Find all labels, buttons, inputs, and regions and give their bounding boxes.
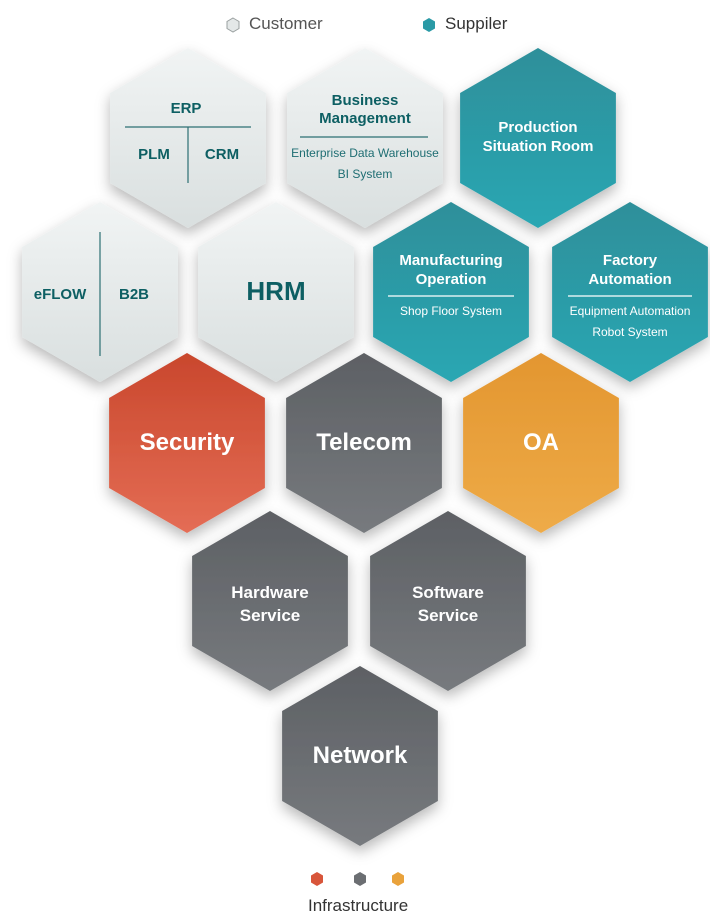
business-title-line1: Business bbox=[331, 92, 399, 109]
plm-label: PLM bbox=[138, 146, 170, 163]
bi-system-label: BI System bbox=[337, 167, 393, 181]
software-service-hex bbox=[370, 511, 526, 691]
factory-automation-label: Factory Automation bbox=[555, 251, 705, 289]
oa-legend-icon bbox=[392, 872, 404, 886]
manufacturing-hex bbox=[373, 202, 529, 382]
production-line1: Production bbox=[498, 119, 578, 136]
software-service-label: Software Service bbox=[373, 581, 523, 627]
production-situation-room-label: Production Situation Room bbox=[458, 118, 618, 156]
oa-hex bbox=[463, 353, 619, 533]
software-line1: Software bbox=[412, 583, 484, 602]
software-line2: Service bbox=[417, 606, 479, 625]
production-hex bbox=[460, 48, 616, 228]
customer-legend-icon bbox=[226, 17, 240, 33]
shop-floor-system-label: Shop Floor System bbox=[399, 304, 503, 318]
infra-gray-legend-icon bbox=[354, 872, 366, 886]
hardware-line1: Hardware bbox=[231, 583, 309, 602]
factory-line1: Factory bbox=[602, 252, 658, 269]
telecom-hex bbox=[286, 353, 442, 533]
hrm-hex bbox=[198, 202, 354, 382]
manufacturing-line1: Manufacturing bbox=[399, 252, 503, 269]
network-label: Network bbox=[312, 742, 408, 769]
manufacturing-line2: Operation bbox=[415, 271, 487, 288]
network-hex bbox=[282, 666, 438, 846]
erp-label: ERP bbox=[170, 100, 202, 117]
b2b-label: B2B bbox=[118, 286, 149, 303]
equipment-automation-label: Equipment Automation bbox=[569, 304, 691, 318]
hardware-line2: Service bbox=[239, 606, 301, 625]
oa-label: OA bbox=[523, 429, 559, 456]
production-line2: Situation Room bbox=[482, 138, 594, 155]
crm-label: CRM bbox=[204, 146, 240, 163]
enterprise-data-warehouse-label: Enterprise Data Warehouse bbox=[291, 146, 439, 160]
robot-system-label: Robot System bbox=[592, 325, 668, 339]
supplier-legend-label: Suppiler bbox=[445, 14, 508, 33]
security-label: Security bbox=[139, 429, 235, 456]
manufacturing-operation-label: Manufacturing Operation bbox=[376, 251, 526, 289]
eflow-label: eFLOW bbox=[33, 286, 87, 303]
business-management-title: Business Management bbox=[295, 92, 435, 128]
factory-hex bbox=[552, 202, 708, 382]
telecom-label: Telecom bbox=[316, 429, 412, 456]
supplier-legend-icon bbox=[423, 18, 435, 32]
infrastructure-legend-label: Infrastructure bbox=[308, 896, 409, 915]
security-legend-icon bbox=[311, 872, 323, 886]
hardware-service-hex bbox=[192, 511, 348, 691]
factory-line2: Automation bbox=[588, 271, 672, 288]
hrm-label: HRM bbox=[246, 276, 306, 306]
hardware-service-label: Hardware Service bbox=[195, 581, 345, 627]
customer-legend-label: Customer bbox=[249, 14, 323, 33]
security-hex bbox=[109, 353, 265, 533]
business-hex bbox=[287, 48, 443, 228]
business-title-line2: Management bbox=[319, 110, 411, 127]
